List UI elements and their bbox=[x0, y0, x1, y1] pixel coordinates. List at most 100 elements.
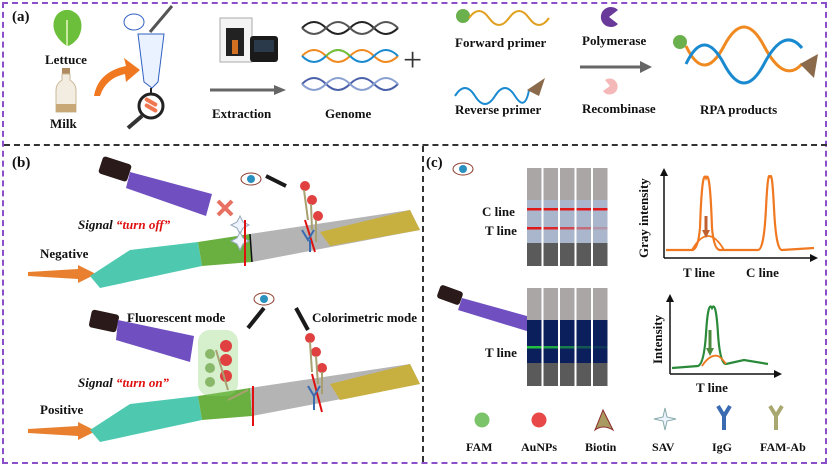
legend-fam: FAM bbox=[466, 440, 493, 454]
colorimetric-band bbox=[576, 227, 591, 230]
uv-flashlight-icon bbox=[98, 156, 212, 216]
signal-off-quote: “turn off” bbox=[115, 217, 171, 232]
section-divider-horizontal bbox=[4, 144, 827, 146]
c-line-label: C line bbox=[482, 204, 515, 219]
colorimetric-band bbox=[527, 227, 542, 230]
biotin-legend-icon bbox=[593, 408, 615, 432]
legend-biotin: Biotin bbox=[585, 440, 617, 454]
colorimetric-strip bbox=[560, 168, 575, 266]
dna-strand-colored bbox=[301, 49, 399, 63]
fam-ab-complex bbox=[205, 340, 249, 401]
eye-icon-c bbox=[452, 162, 474, 176]
colorimetric-mode-label: Colorimetric mode bbox=[312, 310, 418, 325]
colorimetric-band bbox=[560, 227, 575, 230]
positive-label: Positive bbox=[40, 402, 84, 417]
colorimetric-band bbox=[527, 208, 542, 211]
fam-legend-icon bbox=[474, 412, 490, 428]
extraction-instrument-icon bbox=[219, 17, 278, 63]
aunps-legend-icon bbox=[531, 412, 547, 428]
reverse-primer-icon bbox=[454, 78, 545, 105]
fluorescent-strip bbox=[576, 288, 591, 386]
fluorescent-band bbox=[576, 346, 591, 349]
milk-bottle-icon bbox=[55, 68, 77, 113]
colorimetric-band bbox=[543, 227, 558, 230]
gray-ylabel: Gray intensity bbox=[636, 178, 651, 258]
fluorescent-mode-label: Fluorescent mode bbox=[127, 310, 226, 325]
fluor-curve-high bbox=[671, 305, 769, 370]
aunp-igg-complex-positive bbox=[305, 333, 327, 410]
signal-on-quote: “turn on” bbox=[115, 375, 170, 390]
fam-ab-legend-icon bbox=[768, 404, 784, 430]
source-lettuce: Lettuce bbox=[45, 52, 87, 67]
polymerase-icon bbox=[600, 6, 618, 27]
dna-strand-black bbox=[301, 21, 399, 35]
source-milk: Milk bbox=[50, 116, 77, 131]
aunp-igg-complex bbox=[300, 181, 323, 252]
fluor-curve-low bbox=[701, 354, 727, 367]
signal-on-prefix: Signal bbox=[78, 375, 116, 390]
dna-strand-blue bbox=[301, 77, 399, 91]
gray-xtick-c: C line bbox=[746, 265, 779, 280]
extraction-label: Extraction bbox=[212, 106, 272, 121]
colorimetric-band bbox=[593, 227, 608, 230]
fluorescent-band bbox=[527, 346, 542, 349]
colorimetric-band bbox=[576, 208, 591, 211]
panel-label-c: (c) bbox=[426, 155, 443, 171]
rpa-products-label: RPA products bbox=[700, 102, 778, 117]
uv-flashlight-icon-positive bbox=[88, 309, 194, 362]
fluorescent-band bbox=[543, 346, 558, 349]
fluorescent-band bbox=[593, 346, 608, 349]
fluorescent-strip bbox=[543, 288, 558, 386]
forward-primer-label: Forward primer bbox=[455, 35, 547, 50]
test-strip-negative bbox=[90, 181, 420, 288]
t-line-fluor-label: T line bbox=[485, 345, 517, 360]
sav-legend-icon bbox=[653, 407, 677, 431]
orange-curved-arrow-icon bbox=[94, 58, 140, 96]
fluorescent-strips bbox=[527, 288, 608, 386]
negative-arrow bbox=[28, 265, 96, 283]
extraction-arrow bbox=[210, 85, 286, 95]
genome-dna-icons bbox=[301, 21, 399, 91]
lettuce-icon bbox=[53, 9, 82, 46]
mode-arrows bbox=[246, 306, 310, 331]
fluor-xtick-t: T line bbox=[696, 380, 728, 395]
colorimetric-strip bbox=[576, 168, 591, 266]
signal-turn-on: Signal “turn on” bbox=[78, 375, 169, 391]
fluorescent-band bbox=[560, 346, 575, 349]
colorimetric-band bbox=[543, 208, 558, 211]
igg-legend-icon bbox=[716, 404, 732, 430]
gray-curve-high bbox=[666, 175, 815, 252]
colorimetric-band bbox=[560, 208, 575, 211]
polymerase-label: Polymerase bbox=[582, 33, 647, 48]
fluorescence-intensity-chart bbox=[666, 294, 782, 378]
colorimetric-band bbox=[593, 208, 608, 211]
panel-label-b: (b) bbox=[12, 155, 31, 171]
forward-primer-icon bbox=[456, 9, 550, 26]
reverse-primer-label: Reverse primer bbox=[455, 102, 542, 117]
fluorescent-strip bbox=[593, 288, 608, 386]
rpa-products-dna-icon bbox=[673, 25, 818, 85]
legend-igg: IgG bbox=[712, 440, 733, 454]
signal-turn-off: Signal “turn off” bbox=[78, 217, 170, 233]
section-divider-vertical bbox=[422, 146, 424, 462]
blocked-x-icon bbox=[216, 199, 234, 217]
gray-curve-low bbox=[691, 235, 725, 251]
positive-arrow bbox=[28, 422, 96, 440]
uv-flashlight-icon-c bbox=[437, 285, 534, 332]
gray-xtick-t: T line bbox=[683, 265, 715, 280]
signal-off-prefix: Signal bbox=[78, 217, 116, 232]
gray-intensity-chart bbox=[660, 168, 818, 262]
colorimetric-strips bbox=[527, 168, 608, 266]
negative-label: Negative bbox=[40, 246, 89, 261]
test-strip-positive bbox=[90, 330, 420, 442]
colorimetric-strip bbox=[593, 168, 608, 266]
rpa-arrow bbox=[580, 61, 652, 73]
eye-with-arrow-icon bbox=[240, 172, 287, 188]
fluorescent-strip bbox=[527, 288, 542, 386]
colorimetric-strip bbox=[527, 168, 542, 266]
recombinase-icon bbox=[603, 78, 618, 95]
recombinase-label: Recombinase bbox=[582, 101, 656, 116]
colorimetric-strip bbox=[543, 168, 558, 266]
fluorescent-strip bbox=[560, 288, 575, 386]
